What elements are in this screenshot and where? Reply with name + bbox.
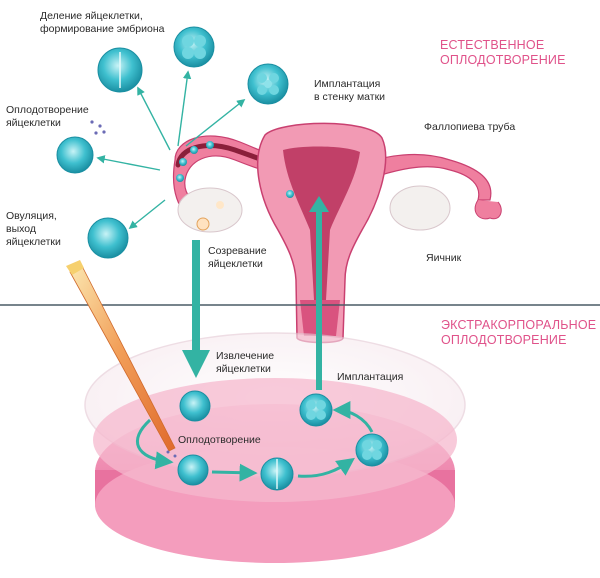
label-line: Созревание (208, 245, 267, 257)
petri-dish (84, 332, 466, 563)
label-line: Яичник (426, 252, 462, 264)
label-line: Оплодотворение (6, 104, 89, 116)
label-line: формирование эмбриона (40, 23, 165, 35)
extraction-arrow (182, 240, 210, 378)
ovulated-egg (87, 217, 129, 259)
left-ovary (177, 187, 243, 233)
ivf-title-line: ЭКСТРАКОРПОРАЛЬНОЕ (441, 318, 597, 332)
label-implantation-wall: Имплантация в стенку матки (314, 78, 385, 104)
right-tube-fimbria (474, 199, 502, 220)
label-line: Фаллопиева труба (424, 121, 516, 133)
label-maturation: Созревание яйцеклетки (208, 245, 267, 271)
label-line: яйцеклетки (216, 363, 271, 375)
label-line: Имплантация (337, 371, 404, 383)
follicle (216, 201, 224, 209)
natural-section-title: ЕСТЕСТВЕННОЕ ОПЛОДОТВОРЕНИЕ (440, 38, 566, 68)
label-line: Деление яйцеклетки, (40, 10, 143, 22)
label-implantation-ivf: Имплантация (337, 371, 403, 384)
ivf-title-line: ОПЛОДОТВОРЕНИЕ (441, 333, 567, 347)
label-extraction: Извлечение яйцеклетки (216, 350, 274, 376)
ivf-cells (166, 390, 389, 491)
fertilized-egg-dish (177, 454, 209, 486)
ivf-section-title: ЭКСТРАКОРПОРАЛЬНОЕ ОПЛОДОТВОРЕНИЕ (441, 318, 596, 348)
fertilized-egg (56, 136, 94, 174)
extracted-egg (179, 390, 211, 422)
label-division: Деление яйцеклетки, формирование эмбрион… (40, 10, 164, 36)
label-line: яйцеклетки (208, 258, 263, 270)
label-line: выход (6, 223, 36, 235)
natural-title-line: ЕСТЕСТВЕННОЕ (440, 38, 545, 52)
implanted-embryo (286, 190, 294, 198)
label-line: яйцеклетки (6, 117, 61, 129)
ivf-arrows (135, 401, 374, 482)
implantation-arrow (309, 196, 329, 390)
natural-arrows (96, 70, 246, 230)
tube-cell (206, 141, 214, 149)
label-line: Извлечение (216, 350, 275, 362)
label-fertilization-ivf: Оплодотворение (178, 434, 261, 447)
label-line: Оплодотворение (178, 434, 261, 446)
right-ovary (389, 185, 451, 231)
tube-cell (190, 146, 198, 154)
tube-cell (179, 158, 187, 166)
label-fallopian-tube: Фаллопиева труба (424, 121, 515, 134)
four-cell-embryo (173, 26, 215, 68)
label-line: яйцеклетки (6, 236, 61, 248)
embryo-for-transfer (299, 393, 333, 427)
right-fallopian-tube (359, 153, 492, 201)
sperm (90, 120, 94, 124)
label-ovulation: Овуляция, выход яйцеклетки (6, 210, 61, 249)
tube-cell (176, 174, 184, 182)
label-line: в стенку матки (314, 91, 386, 103)
natural-title-line: ОПЛОДОТВОРЕНИЕ (440, 53, 566, 67)
label-fertilization-natural: Оплодотворение яйцеклетки (6, 104, 89, 130)
label-line: Имплантация (314, 78, 381, 90)
label-line: Овуляция, (6, 210, 57, 222)
natural-cells (56, 26, 289, 259)
uterus-illustration (172, 122, 502, 344)
label-ovary: Яичник (426, 252, 461, 265)
maturing-follicle (196, 217, 210, 231)
pipette (66, 260, 176, 452)
four-cell-embryo-dish (355, 433, 389, 467)
